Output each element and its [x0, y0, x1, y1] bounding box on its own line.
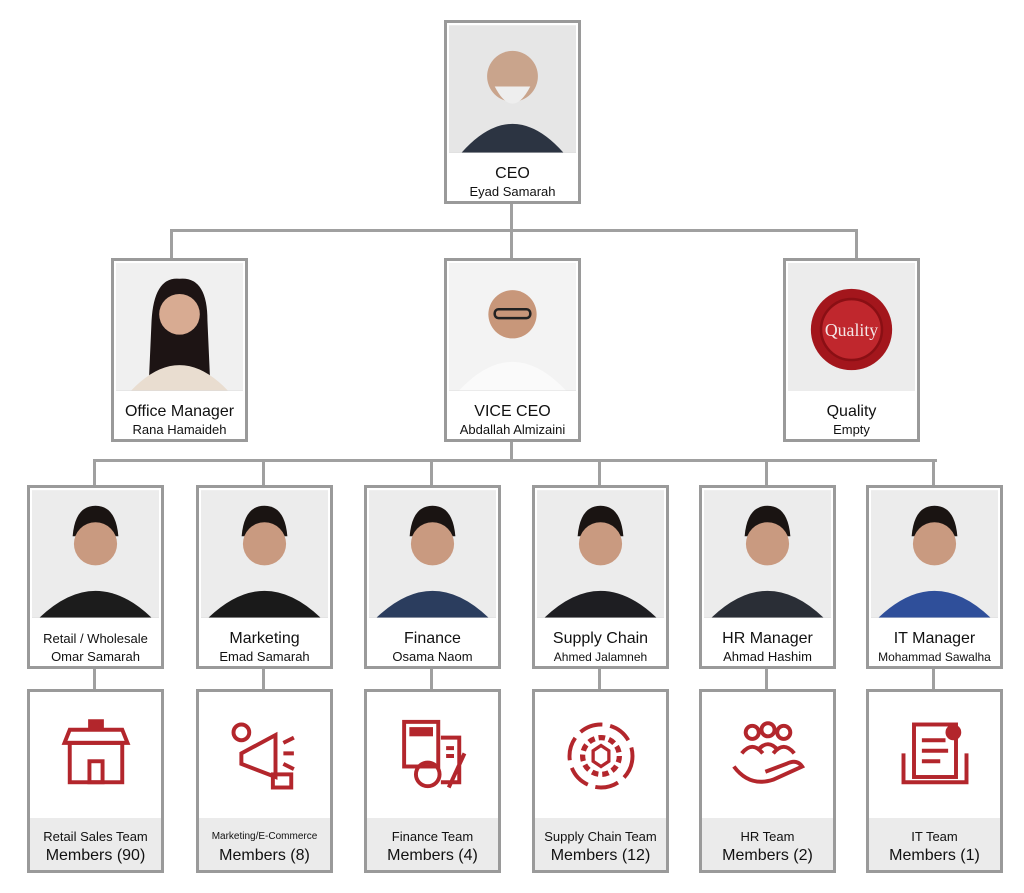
megaphone-icon [201, 694, 328, 818]
manager-photo [32, 490, 159, 618]
manager-name: Ahmad Hashim [723, 649, 812, 664]
manager-title: IT Manager [893, 630, 976, 647]
manager-photo [537, 490, 664, 618]
ceo-title: CEO [495, 165, 530, 182]
quality-title: Quality [826, 403, 877, 420]
connector [932, 459, 935, 486]
vice-ceo-title: VICE CEO [474, 403, 551, 420]
connector [93, 459, 96, 486]
team-name: Supply Chain Team [544, 829, 657, 844]
connector [765, 667, 768, 690]
manager-title: Retail / Wholesale [43, 631, 148, 646]
connector [510, 439, 513, 461]
connector [510, 203, 513, 231]
gear-cycle-icon [537, 694, 664, 818]
team-name: HR Team [740, 829, 795, 844]
team-name: Finance Team [391, 829, 474, 844]
quality-seal: Quality [788, 263, 915, 391]
vice-ceo-photo [449, 263, 576, 391]
team-members: Members (8) [219, 847, 310, 864]
quality-name: Empty [833, 422, 870, 437]
team-name: Marketing/E-Commerce [211, 831, 318, 842]
connector [598, 459, 601, 486]
team-members: Members (12) [550, 847, 651, 864]
svg-text:Quality: Quality [825, 320, 878, 340]
manager-photo [369, 490, 496, 618]
manager-title: Supply Chain [552, 630, 649, 647]
team-name: Retail Sales Team [43, 829, 148, 844]
office-manager-title: Office Manager [124, 403, 235, 420]
connector [932, 667, 935, 690]
manager-photo [704, 490, 831, 618]
manager-name: Emad Samarah [219, 649, 310, 664]
manager-name: Mohammad Sawalha [878, 650, 991, 664]
connector [765, 459, 768, 486]
team-members: Members (2) [722, 847, 813, 864]
vice-ceo-name: Abdallah Almizaini [459, 422, 566, 437]
manager-photo [201, 490, 328, 618]
connector [855, 229, 858, 259]
manager-name: Osama Naom [392, 649, 473, 664]
connector [262, 459, 265, 486]
ceo-photo [449, 25, 576, 153]
connector [262, 667, 265, 690]
team-members: Members (1) [889, 847, 980, 864]
connector [93, 667, 96, 690]
connector [430, 667, 433, 690]
manager-name: Ahmed Jalamneh [553, 650, 648, 664]
manager-photo [871, 490, 998, 618]
connector [170, 229, 173, 259]
connector [430, 459, 433, 486]
team-name: IT Team [911, 829, 958, 844]
vice-ceo-card[interactable]: VICE CEO Abdallah Almizaini [444, 258, 581, 442]
manager-name: Omar Samarah [51, 649, 140, 664]
manager-title: HR Manager [722, 630, 813, 647]
calculator-icon [369, 694, 496, 818]
team-members: Members (90) [45, 847, 146, 864]
connector [93, 459, 937, 462]
connector [170, 229, 858, 232]
document-gear-icon [871, 694, 998, 818]
ceo-card[interactable]: CEO Eyad Samarah [444, 20, 581, 204]
connector [510, 229, 513, 259]
office-manager-photo [116, 263, 243, 391]
ceo-name: Eyad Samarah [469, 184, 556, 199]
manager-title: Finance [404, 630, 461, 647]
office-manager-name: Rana Hamaideh [132, 422, 227, 437]
team-members: Members (4) [387, 847, 478, 864]
connector [598, 667, 601, 690]
store-icon [32, 694, 159, 818]
people-hand-icon [704, 694, 831, 818]
manager-title: Marketing [229, 630, 300, 647]
